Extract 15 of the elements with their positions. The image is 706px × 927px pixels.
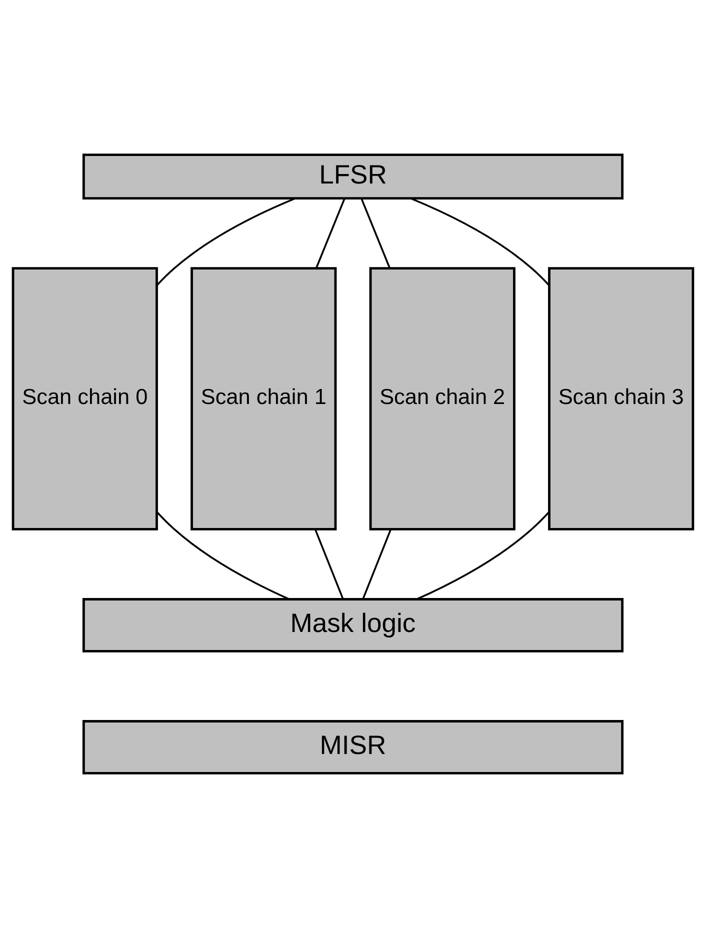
connector bbox=[410, 196, 550, 286]
connector bbox=[360, 198, 390, 268]
node-box: LFSR bbox=[82, 153, 624, 200]
node-box: Scan chain 0 bbox=[12, 266, 158, 530]
connector bbox=[416, 510, 550, 600]
node-box: Scan chain 3 bbox=[548, 266, 694, 530]
node-box: MISR bbox=[82, 720, 624, 774]
connector bbox=[362, 528, 392, 599]
connector bbox=[316, 198, 346, 268]
node-box: Scan chain 2 bbox=[369, 266, 516, 530]
connector bbox=[314, 528, 344, 599]
connector bbox=[156, 196, 296, 286]
node-box: Scan chain 1 bbox=[190, 266, 337, 530]
node-box: Mask logic bbox=[82, 598, 624, 652]
connector bbox=[156, 510, 290, 600]
